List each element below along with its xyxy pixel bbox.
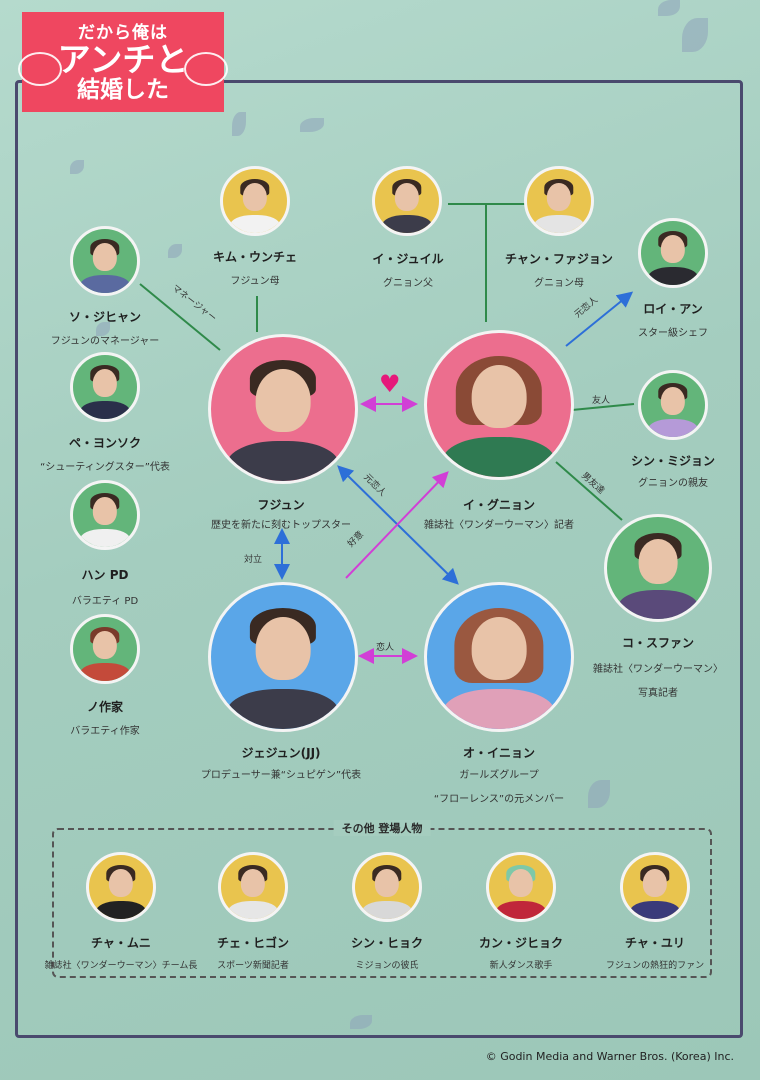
desc-cha-muni: 雑誌社〈ワンダーウーマン〉チーム長	[44, 961, 198, 971]
desc-no-sakka: バラエティ作家	[70, 726, 140, 737]
relation-label-lovers: 恋人	[376, 643, 395, 653]
petal-decoration	[232, 112, 246, 136]
desc-oinyon-2: “フローレンス”の元メンバー	[433, 794, 565, 805]
name-kan-jihyok: カン・ジヒョク	[478, 936, 564, 950]
name-shin-mijon: シン・ミジョン	[630, 454, 716, 468]
relation-label-rival: 対立	[244, 555, 263, 565]
name-igunyon: イ・グニョン	[462, 498, 536, 512]
wing-right-icon	[184, 52, 228, 86]
line-boyfriend	[555, 461, 623, 521]
name-so-jihyan: ソ・ジヒャン	[68, 310, 142, 324]
relation-label-friend: 友人	[592, 396, 611, 406]
avatar-chan-fajon	[524, 166, 594, 236]
title-line3: 結婚した	[77, 77, 169, 103]
desc-ko-sufan-2: 写真記者	[638, 688, 678, 699]
avatar-che-higon	[218, 852, 288, 922]
petal-decoration	[350, 1015, 372, 1029]
desc-cha-yuri: フジュンの熱狂的ファン	[605, 961, 705, 971]
name-pe-yonsok: ペ・ヨンソク	[68, 436, 142, 450]
avatar-so-jihyan	[70, 226, 140, 296]
desc-ko-sufan-1: 雑誌社〈ワンダーウーマン〉	[593, 664, 723, 675]
name-kim-unche: キム・ウンチェ	[212, 250, 298, 264]
border-frame	[15, 80, 743, 1038]
name-han-pd: ハン PD	[81, 568, 129, 582]
petal-decoration	[168, 244, 182, 258]
line-ex-lover-roy	[565, 291, 634, 347]
avatar-igunyon	[424, 330, 574, 480]
petal-decoration	[70, 160, 84, 174]
avatar-shin-hyok	[352, 852, 422, 922]
avatar-oinyon	[424, 582, 574, 732]
name-roy-an: ロイ・アン	[643, 302, 703, 316]
desc-han-pd: バラエティ PD	[71, 596, 139, 607]
desc-fujun: 歴史を新たに刻むトップスター	[211, 520, 351, 531]
title-logo: だから俺は アンチと 結婚した	[18, 12, 228, 112]
avatar-shin-mijon	[638, 370, 708, 440]
desc-shin-hyok: ミジョンの彼氏	[355, 961, 419, 971]
name-jejun: ジェジュン(JJ)	[241, 746, 321, 760]
desc-chan-fajon: グニョン母	[534, 278, 584, 289]
name-no-sakka: ノ作家	[86, 700, 124, 714]
name-fujun: フジュン	[257, 498, 305, 512]
avatar-no-sakka	[70, 614, 140, 684]
petal-decoration	[658, 0, 680, 16]
desc-kim-unche: フジュン母	[230, 276, 280, 287]
copyright-text: © Godin Media and Warner Bros. (Korea) I…	[485, 1050, 734, 1063]
others-title: その他 登場人物	[333, 820, 431, 836]
desc-pe-yonsok: “シューティングスター”代表	[40, 462, 170, 473]
desc-oinyon-1: ガールズグループ	[459, 770, 539, 781]
title-line2: アンチと	[57, 40, 189, 79]
avatar-fujun	[208, 334, 358, 484]
name-chan-fajon: チャン・ファジョン	[505, 252, 613, 266]
name-oinyon: オ・イニョン	[462, 746, 536, 760]
avatar-han-pd	[70, 480, 140, 550]
avatar-jejun	[208, 582, 358, 732]
desc-i-juil: グニョン父	[383, 278, 433, 289]
name-shin-hyok: シン・ヒョク	[350, 936, 424, 950]
line-parents	[448, 203, 525, 322]
petal-decoration	[300, 118, 324, 132]
avatar-ko-sufan	[604, 514, 712, 622]
desc-shin-mijon: グニョンの親友	[638, 478, 708, 489]
avatar-cha-muni	[86, 852, 156, 922]
petal-decoration	[588, 780, 610, 808]
name-ko-sufan: コ・スファン	[621, 636, 695, 650]
desc-igunyon: 雑誌社〈ワンダーウーマン〉記者	[424, 520, 574, 531]
heart-icon: ♥	[379, 370, 401, 398]
avatar-pe-yonsok	[70, 352, 140, 422]
name-i-juil: イ・ジュイル	[372, 252, 444, 266]
line-friend	[571, 403, 635, 411]
name-cha-muni: チャ・ムニ	[91, 936, 151, 950]
avatar-roy-an	[638, 218, 708, 288]
avatar-cha-yuri	[620, 852, 690, 922]
avatar-kim-unche	[220, 166, 290, 236]
petal-decoration	[96, 322, 110, 336]
desc-roy-an: スター級シェフ	[638, 328, 708, 339]
name-cha-yuri: チャ・ユリ	[625, 936, 685, 950]
desc-jejun: プロデューサー兼“シュピゲン”代表	[200, 770, 362, 781]
desc-che-higon: スポーツ新聞記者	[217, 961, 289, 971]
line-manager	[139, 283, 221, 351]
name-che-higon: チェ・ヒゴン	[216, 936, 290, 950]
avatar-kan-jihyok	[486, 852, 556, 922]
wing-left-icon	[18, 52, 62, 86]
line-crush	[345, 471, 449, 579]
title-line1: だから俺は	[78, 23, 168, 43]
avatar-i-juil	[372, 166, 442, 236]
desc-so-jihyan: フジュンのマネージャー	[50, 336, 160, 347]
desc-kan-jihyok: 新人ダンス歌手	[489, 961, 553, 971]
